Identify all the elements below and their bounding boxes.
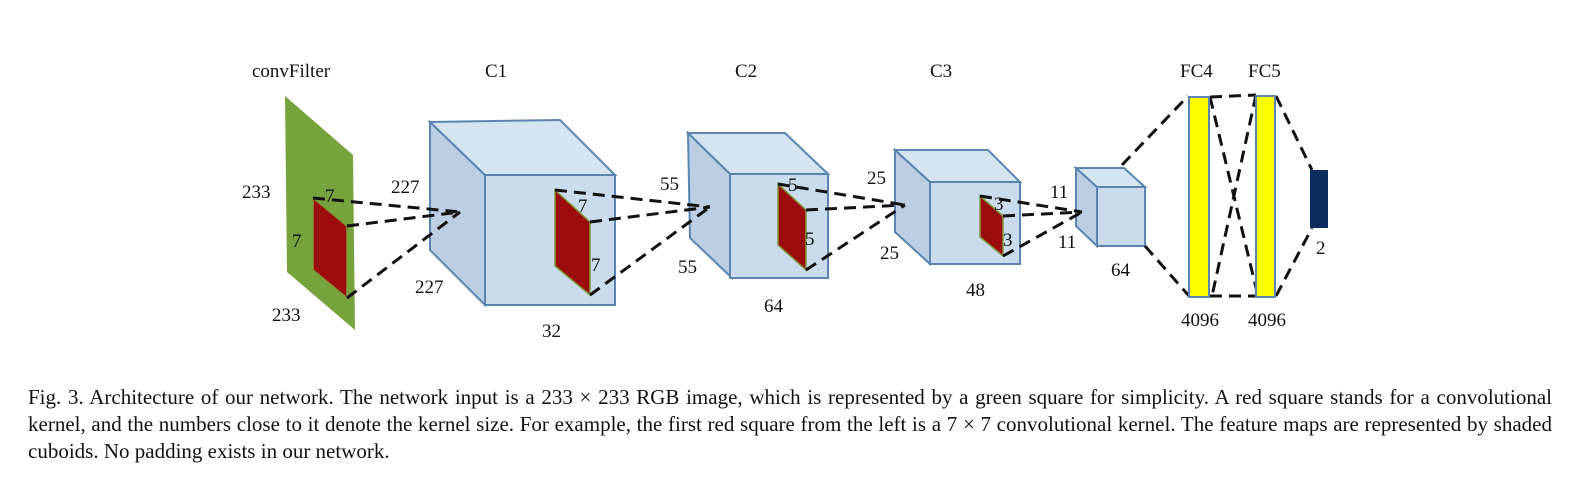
connections [312,93,1314,300]
figure-caption: Fig. 3. Architecture of our network. The… [28,385,1552,463]
c1-height-label: 227 [391,177,420,198]
fc4-size-label: 4096 [1181,310,1219,331]
connection-line [1210,94,1258,297]
connection-line [346,210,461,300]
fc5-size-label: 4096 [1248,310,1286,331]
fc4-layer: FC4 4096 [1180,61,1219,331]
input-layer: convFilter 233 233 7 7 [242,61,355,330]
connection-line [805,203,906,272]
output-size-label: 2 [1316,238,1326,259]
output-bar [1310,170,1328,228]
input-kernel-height-label: 7 [292,231,302,252]
c4-block: 11 11 64 [1050,165,1148,281]
connection-line [1143,245,1192,298]
c2-kernel-width-label: 5 [788,175,798,196]
c1-title: C1 [485,61,507,82]
c3-depth-label: 48 [966,280,985,301]
connection-line [805,203,906,212]
c2-title: C2 [735,61,757,82]
fc4-title: FC4 [1180,61,1213,82]
c4-height-label: 11 [1050,182,1068,203]
connection-line [554,188,711,209]
c2-kernel-height-label: 5 [805,229,815,250]
c3-cube-front [929,181,1021,265]
connection-line [777,182,906,207]
fc5-title: FC5 [1248,61,1281,82]
connection-line [1002,210,1083,218]
c1-width-label: 227 [415,277,444,298]
connection-line [1209,93,1257,99]
input-title: convFilter [252,61,331,82]
c1-depth-label: 32 [542,321,561,342]
fc5-bar [1255,95,1276,298]
connection-line [589,205,711,224]
c1-kernel-height-label: 7 [591,255,601,276]
c2-layer: C2 55 55 64 5 5 [660,61,831,317]
connection-line [1002,210,1083,258]
c4-depth-label: 64 [1111,260,1131,281]
c4-width-label: 11 [1058,232,1076,253]
connection-line [1120,94,1190,167]
input-height-label: 233 [242,182,271,203]
connection-line [312,196,461,214]
c2-width-label: 55 [678,257,697,278]
connection-line [589,205,711,297]
fc4-bar [1188,96,1210,298]
c1-layer: C1 227 227 32 7 7 [391,61,618,342]
c2-height-label: 55 [660,174,679,195]
connection-line [979,194,1083,214]
fc5-layer: FC5 4096 [1248,61,1286,331]
connection-line [1274,227,1314,297]
c1-kernel-width-label: 7 [578,196,588,217]
c3-kernel-height-label: 3 [1003,230,1013,251]
input-kernel-width-label: 7 [325,186,335,207]
output-layer: 2 [1310,170,1328,259]
c3-height-label: 25 [867,168,886,189]
architecture-diagram: convFilter 233 233 7 7 C1 227 227 32 7 7… [242,61,1328,342]
c1-cube-front [484,174,616,306]
input-width-label: 233 [272,305,301,326]
c3-title: C3 [930,61,952,82]
c4-cube-front [1096,186,1146,247]
c3-layer: C3 25 25 48 3 3 [867,61,1023,301]
c3-kernel-width-label: 3 [994,194,1004,215]
connection-line [1274,95,1314,171]
c3-width-label: 25 [880,243,899,264]
c2-depth-label: 64 [764,296,784,317]
